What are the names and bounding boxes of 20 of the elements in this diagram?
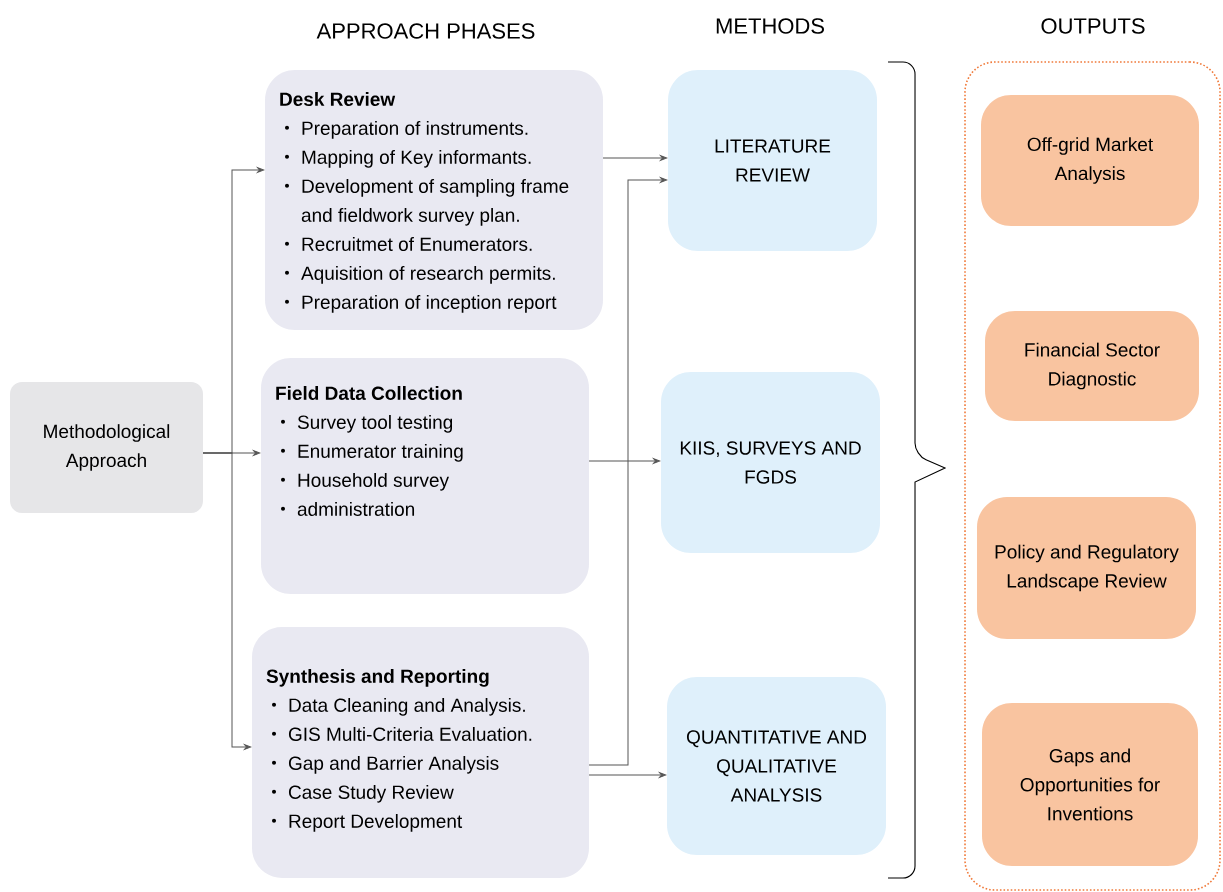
outputs-group-box <box>964 61 1221 891</box>
phase-box: Synthesis and Reporting Data Cleaning and Analysis. GIS Multi-Criteria Evaluation. Gap and Barrier Analysis Case Study Review Report Development <box>252 627 589 878</box>
column-heading: APPROACH PHASES <box>316 23 535 39</box>
output-box: Financial Sector Diagnostic <box>985 311 1199 421</box>
arrow <box>602 155 668 161</box>
phase-box: Desk Review Preparation of instruments. Mapping of Key informants. Development of sampling frame and fieldwork survey plan. Recruitmet of Enumerators. Aquisition of research permits. Preparation of inception report <box>265 70 603 330</box>
output-box: Policy and Regulatory Landscape Review <box>977 497 1196 639</box>
method-box: KIIS, SURVEYS AND FGDS <box>661 372 880 553</box>
arrow <box>588 177 668 766</box>
output-box: Gaps and Opportunities for Inventions <box>982 703 1198 866</box>
column-heading: METHODS <box>716 18 824 34</box>
output-box: Off-grid Market Analysis <box>981 95 1199 226</box>
arrow <box>588 772 667 778</box>
phase-box: Field Data Collection Survey tool testing Enumerator training Household survey administration <box>261 358 589 594</box>
method-box: QUANTITATIVE AND QUALITATIVE ANALYSIS <box>667 677 886 855</box>
arrow <box>202 452 252 750</box>
arrow <box>588 458 661 464</box>
column-heading: OUTPUTS <box>1041 18 1145 34</box>
method-box: LITERATURE REVIEW <box>668 70 877 251</box>
start-box: Methodological Approach <box>10 382 203 513</box>
